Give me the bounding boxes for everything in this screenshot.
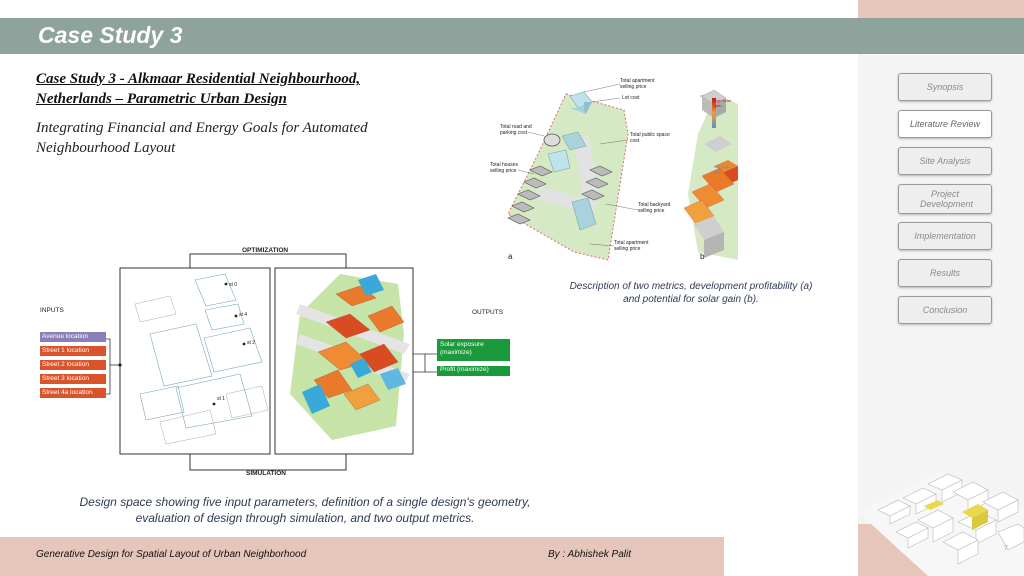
outputs-label: OUTPUTS xyxy=(472,309,504,316)
output-profit: Profit (maximize) xyxy=(437,366,510,376)
metrics-caption: Description of two metrics, development … xyxy=(546,280,836,306)
label-public-space-cost: Total public space cost xyxy=(630,132,670,144)
metrics-caption-line-1: Description of two metrics, development … xyxy=(569,281,813,292)
metrics-figure-graphic xyxy=(507,83,808,261)
nav-tab-site-analysis[interactable]: Site Analysis xyxy=(898,147,992,175)
street-label-0: st 0 xyxy=(229,282,238,288)
design-space-caption-line-2: evaluation of design through simulation,… xyxy=(135,511,475,525)
nav-tab-conclusion[interactable]: Conclusion xyxy=(898,296,992,324)
inputs-label: INPUTS xyxy=(40,307,64,314)
city-blocks-illustration xyxy=(858,472,1024,576)
case-study-title-line-1: Case Study 3 - Alkmaar Residential Neigh… xyxy=(36,71,361,87)
label-backyard-price: Total backyard selling price xyxy=(638,202,671,214)
design-space-caption-line-1: Design space showing five input paramete… xyxy=(79,495,531,509)
input-avenue-location: Avenue location xyxy=(40,332,106,342)
simulation-label: SIMULATION xyxy=(246,470,286,477)
panel-b-label: b xyxy=(700,252,705,261)
input-street-2-location: Street 2 location xyxy=(40,360,106,370)
case-study-subtitle-line-2: Neighbourhood Layout xyxy=(36,140,176,156)
label-apartment-price-top: Total apartment selling price xyxy=(620,78,655,90)
input-street-4a-location: Street 4a location xyxy=(40,388,106,398)
street-label-3: st 1 xyxy=(217,396,226,402)
legend-low-label: low solar gain xyxy=(714,164,730,174)
page-number: 7 xyxy=(1004,545,1008,552)
navigation-panel: Synopsis Literature Review Site Analysis… xyxy=(858,0,1024,576)
nav-tab-literature-review[interactable]: Literature Review xyxy=(898,110,992,138)
design-space-figure: OPTIMIZATION SIMULATION INPUTS OUTPUTS s… xyxy=(0,244,540,484)
legend-high-label: high solar gain xyxy=(714,98,732,108)
street-label-1: st 4 xyxy=(239,312,248,318)
footer-bar: Generative Design for Spatial Layout of … xyxy=(0,537,724,576)
nav-tab-implementation[interactable]: Implementation xyxy=(898,222,992,250)
footer-author: By : Abhishek Palit xyxy=(548,549,632,560)
metrics-figure: a b Total apartment selling price Lot co… xyxy=(488,74,808,266)
design-space-caption: Design space showing five input paramete… xyxy=(20,494,590,526)
header-bar: Case Study 3 xyxy=(0,18,858,54)
design-space-diagram xyxy=(104,253,437,471)
case-study-subtitle-line-1: Integrating Financial and Energy Goals f… xyxy=(36,120,368,136)
label-lot-cost: Lot cost xyxy=(622,95,640,101)
label-houses-price: Total houses selling price xyxy=(490,162,519,174)
input-street-3-location: Street 3 location xyxy=(40,374,106,384)
case-study-title-line-2: Netherlands – Parametric Urban Design xyxy=(36,91,287,107)
optimization-label: OPTIMIZATION xyxy=(242,247,289,254)
nav-tab-results[interactable]: Results xyxy=(898,259,992,287)
footer-project-title: Generative Design for Spatial Layout of … xyxy=(36,549,307,560)
panel-a-label: a xyxy=(508,252,513,261)
street-label-2: st 2 xyxy=(247,340,256,346)
nav-tab-synopsis[interactable]: Synopsis xyxy=(898,73,992,101)
nav-tab-project-development[interactable]: Project Development xyxy=(898,184,992,214)
output-solar-exposure: Solar exposure (maximize) xyxy=(437,339,510,361)
input-street-1-location: Street 1 location xyxy=(40,346,106,356)
metrics-caption-line-2: and potential for solar gain (b). xyxy=(623,294,759,305)
slide-title: Case Study 3 xyxy=(38,22,183,48)
label-apartment-price-bottom: Total apartment selling price xyxy=(614,240,649,252)
label-road-parking-cost: Total road and parking cost xyxy=(500,124,532,136)
panel-header-strip xyxy=(858,18,1024,54)
